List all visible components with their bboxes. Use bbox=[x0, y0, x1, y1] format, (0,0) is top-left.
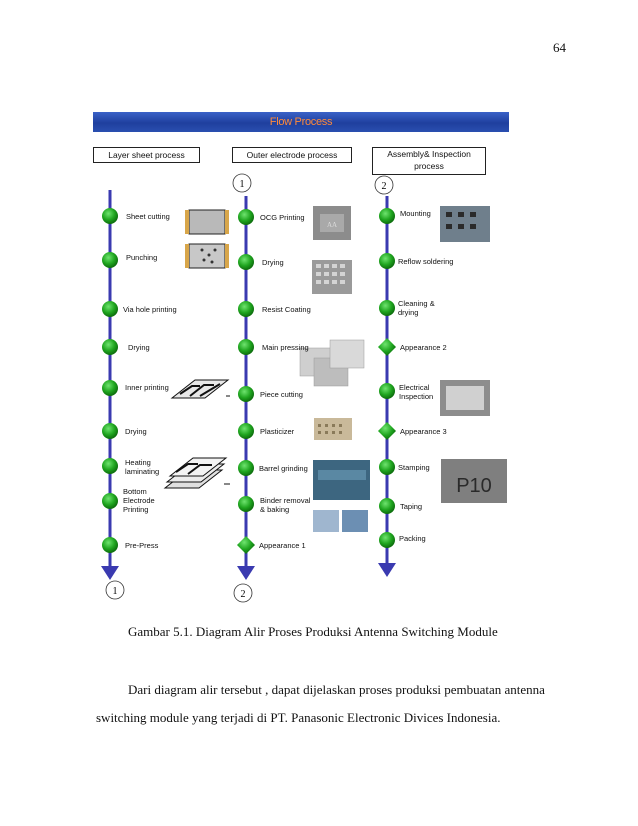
stamp-text: P10 bbox=[456, 475, 492, 497]
step-label: Barrel grinding bbox=[259, 464, 308, 473]
barrel-grinding-image bbox=[313, 460, 370, 500]
stamping-image: P10 bbox=[441, 459, 507, 503]
step-label: Appearance 1 bbox=[259, 541, 306, 550]
step-label: OCG Printing bbox=[260, 213, 305, 222]
column-header-assembly-inspection: Assembly& Inspection process bbox=[372, 147, 486, 175]
step-label: Inner printing bbox=[125, 383, 169, 392]
step-label: Electrical Inspection bbox=[399, 383, 434, 401]
node-appearance-3 bbox=[378, 422, 396, 440]
figure-caption: Gambar 5.1. Diagram Alir Proses Produksi… bbox=[128, 624, 498, 639]
node-taping bbox=[379, 498, 395, 514]
node-electrical-inspection bbox=[379, 383, 395, 399]
column-1-arrowhead bbox=[101, 566, 119, 580]
step-label: Sheet cutting bbox=[126, 212, 170, 221]
column-2-arrowhead bbox=[237, 566, 255, 580]
step-label: Main pressing bbox=[262, 343, 309, 352]
node-cleaning-drying bbox=[379, 300, 395, 316]
step-label: Piece cutting bbox=[260, 390, 303, 399]
node-resist-coating bbox=[238, 301, 254, 317]
node-main-pressing bbox=[238, 339, 254, 355]
step-label: Punching bbox=[126, 253, 158, 262]
step-label: Cleaning & drying bbox=[398, 299, 435, 317]
diagram-title: Flow Process bbox=[93, 112, 509, 132]
connector-circle-col3-top bbox=[374, 175, 394, 195]
node-heating-laminating bbox=[102, 458, 118, 474]
step-label: Stamping bbox=[398, 463, 430, 472]
node-bottom-electrode-printing bbox=[102, 493, 118, 509]
drying-board-image bbox=[312, 260, 352, 294]
connector-circle-col1-bottom bbox=[105, 580, 125, 600]
connector-label-col3-top: 2 bbox=[382, 181, 387, 192]
binder-removal-image bbox=[313, 510, 368, 532]
step-label: Mounting bbox=[400, 209, 431, 218]
inner-printing-image bbox=[170, 379, 230, 399]
node-drying-3 bbox=[238, 254, 254, 270]
node-appearance-1 bbox=[237, 536, 255, 554]
flow-process-diagram: Flow Process Layer sheet process Outer e… bbox=[93, 112, 509, 603]
step-label: Via hole printing bbox=[123, 305, 177, 314]
step-label: Appearance 2 bbox=[400, 343, 447, 352]
step-label: Taping bbox=[400, 502, 423, 511]
heating-laminating-image bbox=[163, 457, 230, 489]
step-label: Resist Coating bbox=[262, 305, 311, 314]
step-label: Plasticizer bbox=[260, 427, 295, 436]
ocg-printing-image: AA bbox=[313, 206, 351, 240]
node-pre-press bbox=[102, 537, 118, 553]
mounting-image bbox=[440, 206, 490, 242]
step-label: Drying bbox=[262, 258, 284, 267]
paragraph-line-2: switching module yang terjadi di PT. Pan… bbox=[96, 710, 501, 725]
sheet-cutting-image bbox=[185, 209, 229, 235]
node-reflow-soldering bbox=[379, 253, 395, 269]
connector-circle-col2-top bbox=[232, 173, 252, 193]
node-ocg-printing bbox=[238, 209, 254, 225]
plasticizer-image bbox=[314, 418, 352, 440]
column-header-outer-electrode: Outer electrode process bbox=[232, 147, 352, 163]
main-pressing-image bbox=[299, 339, 365, 387]
column-3-arrowhead bbox=[378, 563, 396, 577]
step-label: Binder removal & baking bbox=[260, 496, 311, 514]
node-packing bbox=[379, 532, 395, 548]
connector-label-col1-bottom: 1 bbox=[113, 586, 118, 597]
node-binder-removal bbox=[238, 496, 254, 512]
page-number: 64 bbox=[553, 40, 566, 55]
punching-image bbox=[185, 243, 229, 269]
node-mounting bbox=[379, 208, 395, 224]
node-via-hole-printing bbox=[102, 301, 118, 317]
connector-label-col2-top: 1 bbox=[240, 179, 245, 190]
node-barrel-grinding bbox=[238, 460, 254, 476]
node-drying-2 bbox=[102, 423, 118, 439]
node-punching bbox=[102, 252, 118, 268]
column-header-layer-sheet: Layer sheet process bbox=[93, 147, 200, 163]
node-appearance-2 bbox=[378, 338, 396, 356]
flow-lines: 1 2 1 2 bbox=[101, 173, 507, 603]
node-piece-cutting bbox=[238, 386, 254, 402]
svg-text:AA: AA bbox=[327, 221, 337, 229]
step-label: Reflow soldering bbox=[398, 257, 454, 266]
node-plasticizer bbox=[238, 423, 254, 439]
connector-label-col2-bottom: 2 bbox=[241, 589, 246, 600]
node-sheet-cutting bbox=[102, 208, 118, 224]
electrical-inspection-image bbox=[440, 380, 490, 416]
connector-circle-col2-bottom bbox=[233, 583, 253, 603]
step-label: Pre-Press bbox=[125, 541, 159, 550]
step-label: Drying bbox=[125, 427, 147, 436]
node-drying-1 bbox=[102, 339, 118, 355]
step-label: Drying bbox=[128, 343, 150, 352]
step-label: Bottom Electrode Printing bbox=[123, 487, 155, 514]
paragraph-line-1: Dari diagram alir tersebut , dapat dijel… bbox=[128, 682, 545, 697]
step-label: Appearance 3 bbox=[400, 427, 447, 436]
node-stamping bbox=[379, 459, 395, 475]
node-inner-printing bbox=[102, 380, 118, 396]
step-label: Heating laminating bbox=[125, 458, 160, 476]
step-label: Packing bbox=[399, 534, 426, 543]
